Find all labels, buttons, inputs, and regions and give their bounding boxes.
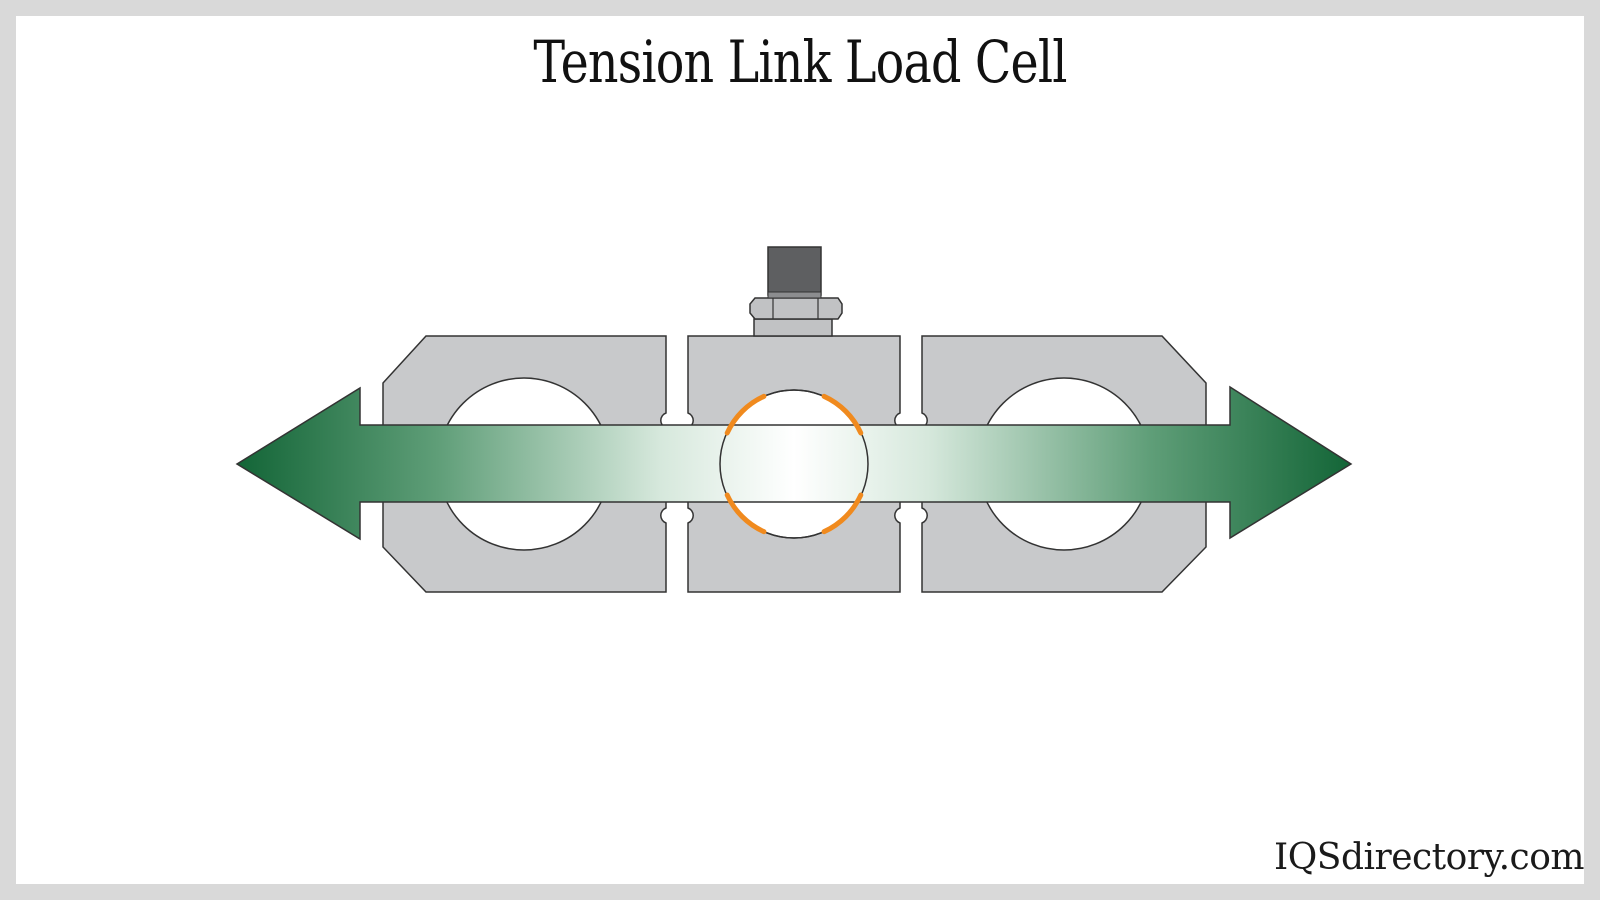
tension-force-double-arrow-icon [235,385,1353,541]
strain-gauge-icon [724,393,864,535]
center-hole-outline [719,389,869,539]
cable-connector-icon [749,246,843,337]
watermark-logo: IQSdirectory.com [1274,837,1584,878]
diagram-title: Tension Link Load Cell [533,28,1067,96]
